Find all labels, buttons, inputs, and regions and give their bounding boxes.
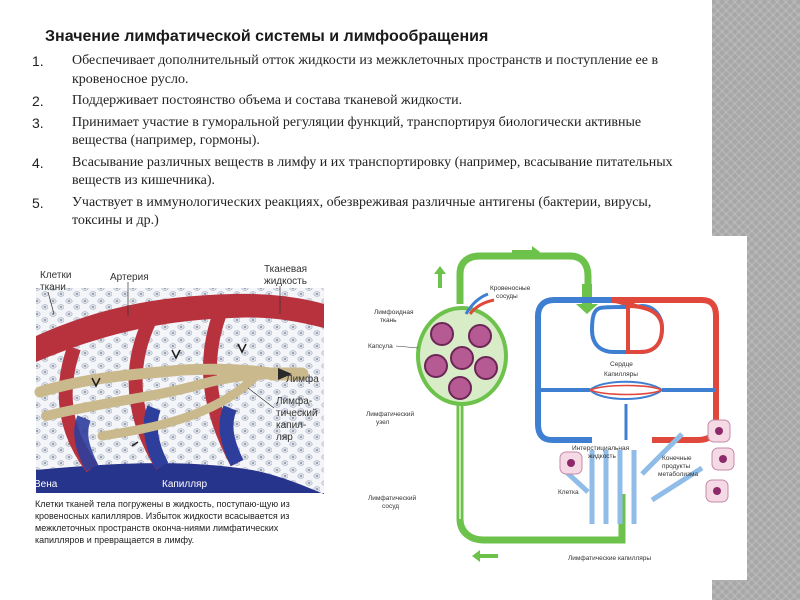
label-capillaries: Капилляры bbox=[604, 371, 638, 378]
list-item: 1. Обеспечивает дополнительный отток жидк… bbox=[28, 52, 688, 89]
lymphatic-vessel bbox=[456, 404, 626, 544]
flow-arrow bbox=[512, 246, 540, 258]
flow-arrow bbox=[434, 266, 446, 288]
vein-band bbox=[36, 463, 324, 494]
label-end-products: Конечные bbox=[662, 455, 692, 462]
item-text: Участвует в иммунологических реакциях, о… bbox=[72, 194, 652, 229]
heart-right bbox=[626, 303, 665, 354]
label-artery: Артерия bbox=[110, 272, 149, 283]
label-capsule: Капсула bbox=[368, 343, 393, 350]
label-lymph-vessel: сосуд bbox=[382, 503, 399, 510]
flow-arrow bbox=[171, 349, 181, 360]
label-blood-vessels: сосуды bbox=[496, 293, 518, 300]
label-lymph-vessel: Лимфатический bbox=[368, 494, 417, 502]
label-cells: Клетки bbox=[40, 270, 71, 281]
capillary-bed bbox=[588, 380, 664, 400]
label-leader bbox=[247, 387, 275, 409]
label-end-products: продукты bbox=[662, 463, 691, 470]
flow-arrow bbox=[237, 343, 247, 354]
label-tissue-fluid: жидкость bbox=[264, 276, 307, 287]
figure-caption: Клетки тканей тела погружены в жидкость,… bbox=[35, 499, 290, 545]
points-list: 1. Обеспечивает дополнительный отток жидк… bbox=[28, 52, 688, 234]
lymphoid-follicle bbox=[430, 322, 454, 346]
flow-arrow bbox=[91, 377, 101, 388]
cell-nucleus bbox=[567, 459, 575, 467]
flow-arrow bbox=[472, 550, 498, 562]
cell-nucleus bbox=[719, 455, 727, 463]
list-item: 2. Поддерживает постоянство объема и сост… bbox=[28, 92, 688, 111]
item-number: 5. bbox=[32, 194, 44, 211]
label-cell: Клетка bbox=[558, 489, 579, 496]
label-blood-vessels: Кровеносные bbox=[490, 285, 531, 292]
label-heart: Сердце bbox=[610, 361, 633, 368]
circulation-blue bbox=[535, 297, 612, 443]
lymphoid-follicle bbox=[424, 354, 448, 378]
lymphoid-follicle bbox=[448, 376, 472, 400]
item-number: 2. bbox=[32, 93, 44, 109]
cell-nucleus bbox=[713, 487, 721, 495]
tissue-fluid-illustration: Клетки ткани Артерия Тканевая жидкость Л… bbox=[34, 264, 324, 494]
label-lymph-capillary: Лимфа- bbox=[276, 395, 312, 407]
list-item: 4. Всасывание различных веществ в лимфу и… bbox=[28, 154, 688, 191]
fluid-flow bbox=[650, 465, 704, 503]
item-text: Всасывание различных веществ в лимфу и и… bbox=[72, 154, 673, 189]
item-number: 4. bbox=[32, 154, 44, 171]
capillary-loop bbox=[74, 415, 99, 472]
item-number: 1. bbox=[32, 53, 44, 69]
label-cells: ткани bbox=[40, 282, 66, 293]
label-capillary: Капилляр bbox=[162, 479, 207, 490]
label-tissue-fluid: Тканевая bbox=[264, 264, 307, 275]
item-text: Обеспечивает дополнительный отток жидкос… bbox=[72, 53, 659, 87]
lymphatic-vessel bbox=[456, 252, 592, 304]
item-number: 3. bbox=[32, 114, 44, 131]
label-lymphoid-tissue: Лимфоидная bbox=[374, 309, 414, 316]
label-end-products: метаболизма bbox=[658, 470, 698, 478]
list-item: 3. Принимает участие в гуморальной регуля… bbox=[28, 114, 688, 151]
blood-vessel-red bbox=[468, 298, 495, 315]
flow-arrow bbox=[131, 441, 139, 447]
capillary-loop bbox=[219, 405, 244, 467]
lymphoid-follicle bbox=[474, 356, 498, 380]
capillary-loop bbox=[143, 405, 169, 470]
label-interstitial-fluid: Интерстициальная bbox=[572, 445, 630, 452]
label-vein: Вена bbox=[34, 479, 58, 490]
item-text: Принимает участие в гуморальной регуляци… bbox=[72, 114, 642, 149]
lymphoid-follicle bbox=[450, 346, 474, 370]
label-lymphoid-tissue: ткань bbox=[380, 317, 397, 324]
label-lymph-node: узел bbox=[376, 419, 390, 426]
label-lymph-capillary: тический bbox=[276, 408, 317, 419]
lymph-circulation-diagram: Сердце Капилляры Кровеносные сосуды Лимф… bbox=[366, 246, 735, 562]
cell-nucleus bbox=[715, 427, 723, 435]
label-lymph-capillary: ляр bbox=[276, 432, 293, 443]
lymph-arrow bbox=[278, 368, 292, 380]
fluid-flow bbox=[640, 432, 684, 476]
blood-vessel-blue bbox=[464, 292, 489, 315]
label-interstitial-fluid: жидкость bbox=[588, 453, 617, 460]
slide-title: Значение лимфатической системы и лимфооб… bbox=[45, 28, 489, 45]
label-leader bbox=[395, 345, 419, 349]
lymphoid-follicle bbox=[468, 324, 492, 348]
lymph-capillary bbox=[97, 373, 259, 441]
artery-band bbox=[36, 293, 324, 362]
label-lymph-capillary: капил- bbox=[276, 420, 306, 431]
label-lymph-node: Лимфатический bbox=[366, 410, 415, 418]
label-lymph: Лимфа bbox=[286, 373, 319, 385]
label-lymph-capillaries: Лимфатические капилляры bbox=[568, 555, 651, 562]
list-item: 5. Участвует в иммунологических реакциях,… bbox=[28, 194, 688, 231]
label-leader bbox=[47, 291, 55, 315]
item-text: Поддерживает постоянство объема и состав… bbox=[72, 93, 463, 108]
capillary-bed bbox=[589, 384, 663, 396]
